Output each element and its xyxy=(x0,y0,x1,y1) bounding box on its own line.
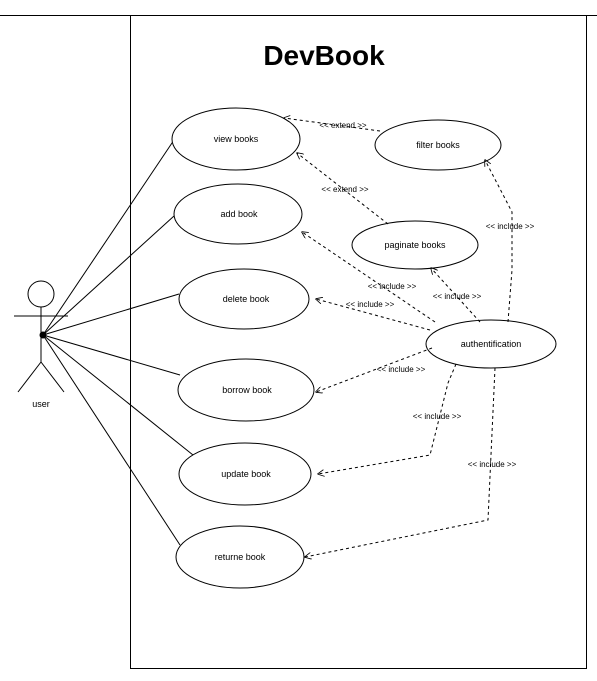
assoc-borrow-book xyxy=(42,334,181,376)
usecase-update-book xyxy=(178,442,312,506)
system-boundary xyxy=(130,15,587,669)
label-view-books: view books xyxy=(214,134,259,144)
usecase-add-book xyxy=(173,183,303,245)
actor-left-leg xyxy=(17,361,42,393)
assoc-return-book xyxy=(42,334,181,546)
usecase-filter-books xyxy=(374,119,502,171)
relation-include-auth-filter xyxy=(485,160,513,323)
diagram-title: DevBook xyxy=(263,40,385,71)
label-return-book: returne book xyxy=(215,552,266,562)
relation-include-auth-paginate xyxy=(431,268,481,323)
label-delete-book: delete book xyxy=(223,294,270,304)
usecase-authentification xyxy=(425,319,557,369)
relation-include-auth-update xyxy=(318,363,457,474)
actor-user: user xyxy=(14,280,68,409)
label-extend-filter-view: << extend >> xyxy=(319,121,366,130)
associations xyxy=(42,139,194,546)
assoc-view-books xyxy=(42,139,175,336)
relation-extend-paginate-view xyxy=(297,153,389,225)
usecase-delete-book xyxy=(178,268,310,330)
label-include-auth-delete: << include >> xyxy=(346,300,395,309)
relation-extend-filter-view xyxy=(284,118,381,132)
assoc-delete-book xyxy=(42,293,180,336)
assoc-update-book xyxy=(42,334,194,456)
label-paginate-books: paginate books xyxy=(384,240,446,250)
label-include-auth-filter: << include >> xyxy=(486,222,535,231)
label-include-auth-paginate: << include >> xyxy=(433,292,482,301)
label-include-auth-return: << include >> xyxy=(468,460,517,469)
label-borrow-book: borrow book xyxy=(222,385,272,395)
relation-include-auth-add xyxy=(302,232,436,323)
usecase-paginate-books xyxy=(351,220,479,270)
actor-label: user xyxy=(32,399,50,409)
assoc-add-book xyxy=(42,215,175,336)
usecase-borrow-book xyxy=(177,358,315,422)
label-authentification: authentification xyxy=(461,339,522,349)
label-extend-paginate-view: << extend >> xyxy=(321,185,368,194)
label-add-book: add book xyxy=(220,209,258,219)
actor-connection-point xyxy=(39,331,47,339)
label-update-book: update book xyxy=(221,469,271,479)
label-include-auth-add: << include >> xyxy=(368,282,417,291)
actor-head xyxy=(27,280,55,308)
label-include-auth-update: << include >> xyxy=(413,412,462,421)
relation-include-auth-delete xyxy=(316,299,431,331)
label-filter-books: filter books xyxy=(416,140,460,150)
actor-right-leg xyxy=(40,361,65,393)
label-include-auth-borrow: << include >> xyxy=(377,365,426,374)
relation-include-auth-borrow xyxy=(316,347,433,392)
relation-include-auth-return xyxy=(305,367,496,557)
usecase-view-books xyxy=(171,107,301,171)
